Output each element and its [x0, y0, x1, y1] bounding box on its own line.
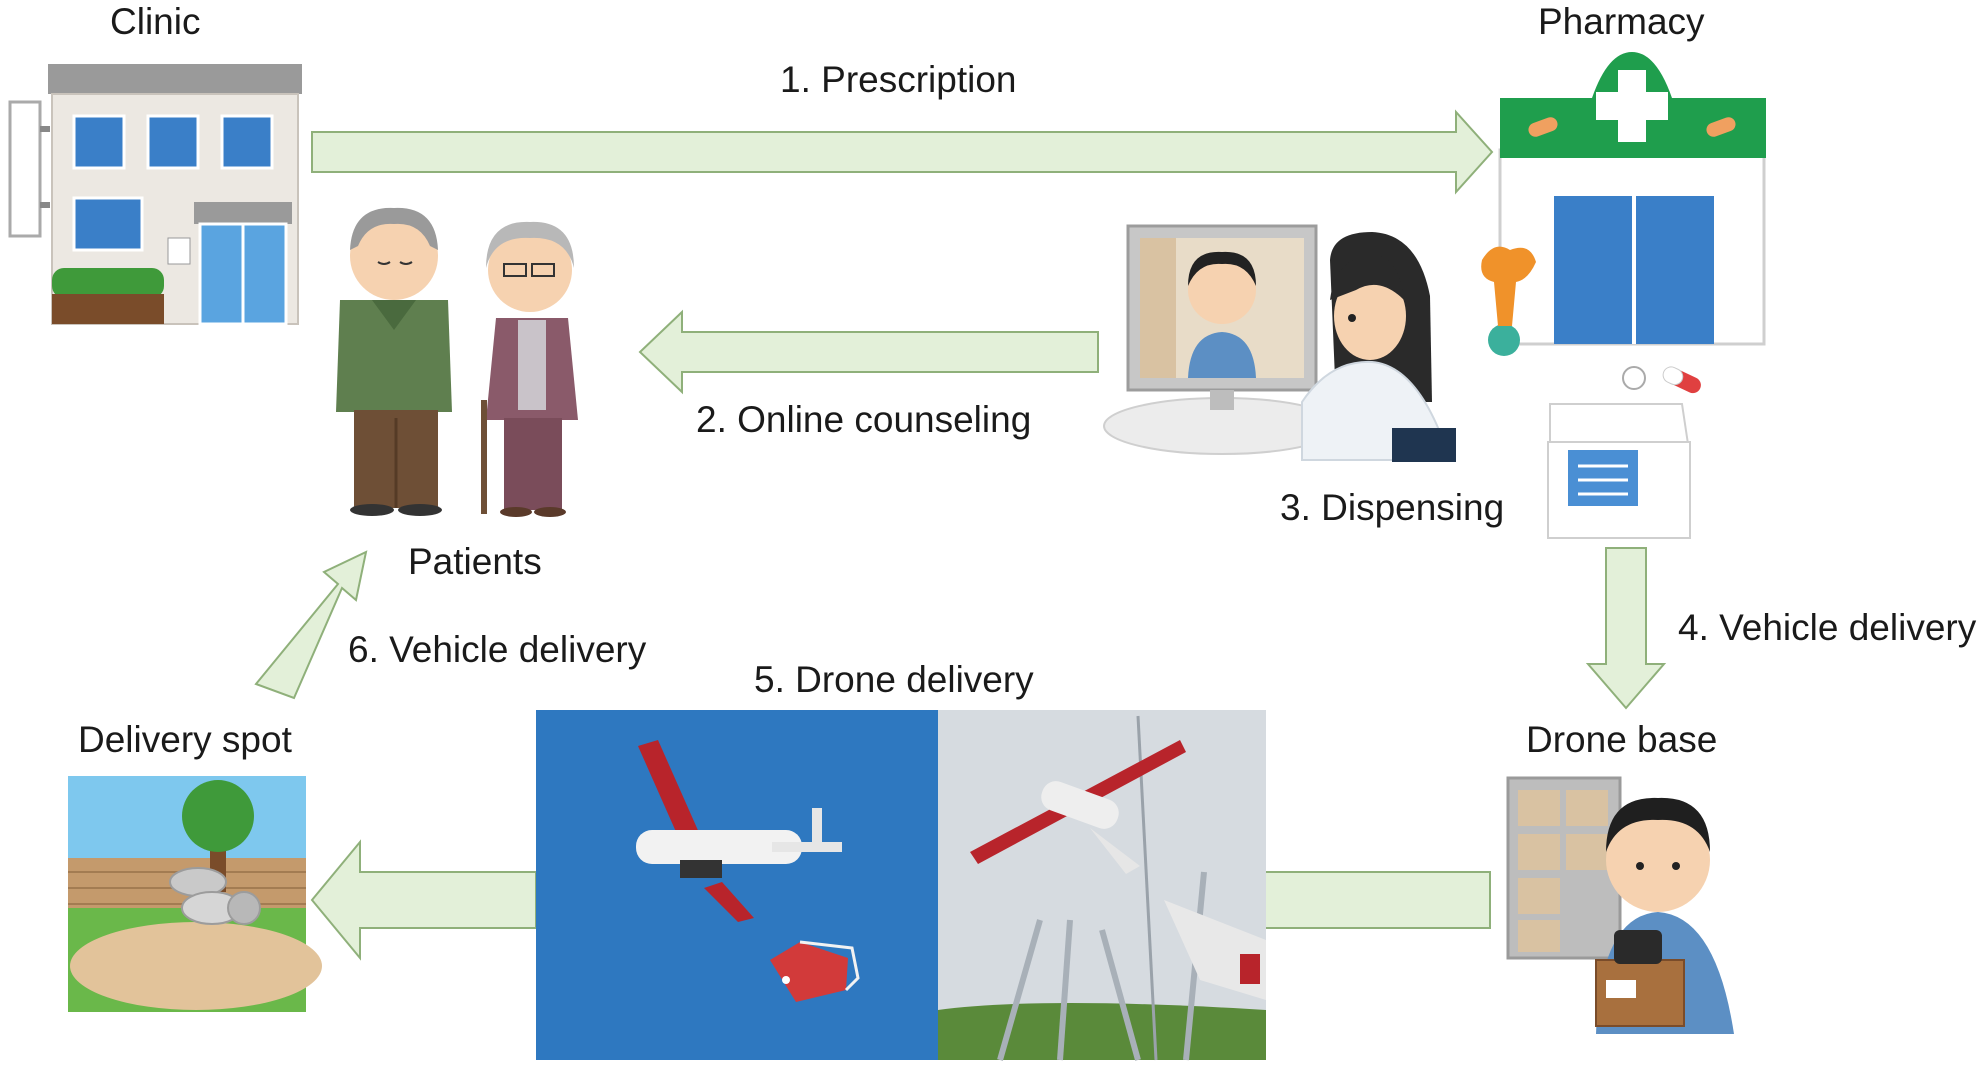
step1-label: 1. Prescription	[780, 59, 1017, 100]
drone-in-flight-photo	[536, 710, 938, 1060]
arrow-drone-base-to-drone	[1263, 871, 1491, 929]
arrow-online-counseling	[638, 309, 1099, 395]
patients-label: Patients	[408, 541, 542, 582]
drone-base-worker-icon	[1506, 776, 1734, 1034]
drone-launch-landing-photo	[938, 710, 1266, 1061]
delivery-spot-label: Delivery spot	[78, 719, 293, 760]
step4-label: 4. Vehicle delivery	[1678, 607, 1977, 648]
step2-label: 2. Online counseling	[696, 399, 1031, 440]
step5-label: 5. Drone delivery	[754, 659, 1034, 700]
patients-elderly-couple-icon	[336, 207, 578, 517]
clinic-building-icon	[8, 64, 302, 326]
arrow-vehicle-delivery-4	[1585, 547, 1667, 710]
arrow-vehicle-delivery-6	[254, 550, 368, 700]
arrow-prescription	[311, 109, 1494, 195]
delivery-spot-park-icon	[68, 776, 322, 1012]
online-counseling-pharmacist-icon	[1103, 224, 1456, 462]
step6-label: 6. Vehicle delivery	[348, 629, 647, 670]
step3-label: 3. Dispensing	[1280, 487, 1504, 528]
drone-base-label: Drone base	[1526, 719, 1717, 760]
clinic-label: Clinic	[110, 1, 200, 42]
medicine-bag-icon	[1547, 366, 1701, 539]
pharmacy-label: Pharmacy	[1538, 1, 1705, 42]
pharmacy-building-icon	[1481, 52, 1766, 356]
arrow-drone-to-delivery-spot	[310, 839, 537, 961]
